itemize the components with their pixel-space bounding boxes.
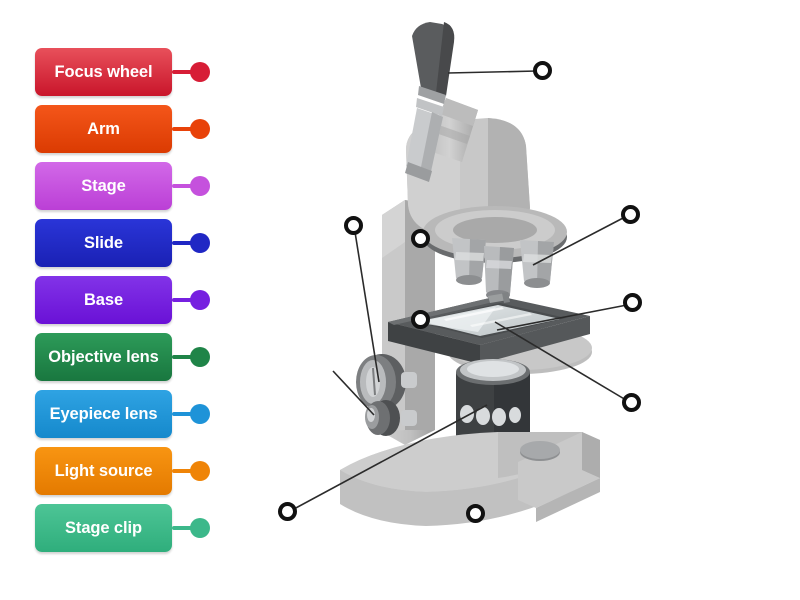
leader-lines: [293, 70, 628, 510]
label-connector-line: [172, 127, 200, 131]
leader-stage-clip: [332, 370, 375, 416]
label-connector-line: [172, 355, 200, 359]
label-row: Arm: [35, 105, 210, 153]
label-connector-line: [172, 412, 200, 416]
label-connector-line: [172, 526, 200, 530]
label-connector-line: [172, 184, 200, 188]
target-arm-upper[interactable]: [411, 229, 430, 248]
label-text: Objective lens: [48, 348, 159, 366]
label-row: Base: [35, 276, 210, 324]
label-text: Eyepiece lens: [49, 405, 158, 423]
coarse-focus-wheel-part: [356, 354, 417, 410]
draggable-label-7[interactable]: Eyepiece lens: [35, 390, 172, 438]
label-connector-dot[interactable]: [190, 290, 210, 310]
label-row: Objective lens: [35, 333, 210, 381]
target-light-source[interactable]: [278, 502, 297, 521]
label-connector-dot[interactable]: [190, 518, 210, 538]
label-connector-dot[interactable]: [190, 62, 210, 82]
leader-objective: [532, 216, 626, 266]
label-connector-line: [172, 241, 200, 245]
fine-focus-knob-part: [365, 400, 417, 436]
leader-eyepiece: [447, 70, 538, 74]
leader-light-source: [293, 404, 488, 510]
microscope-illustration: [230, 0, 800, 600]
label-text: Stage clip: [65, 519, 142, 537]
label-connector-dot[interactable]: [190, 119, 210, 139]
draggable-label-1[interactable]: Focus wheel: [35, 48, 172, 96]
label-text: Focus wheel: [54, 63, 153, 81]
draggable-label-4[interactable]: Slide: [35, 219, 172, 267]
target-objective-lens[interactable]: [621, 205, 640, 224]
label-connector-dot[interactable]: [190, 404, 210, 424]
leader-focus-wheel: [354, 231, 380, 383]
label-connector-dot[interactable]: [190, 176, 210, 196]
glass-slide-part: [420, 305, 560, 336]
base-part: [340, 432, 600, 526]
label-text: Base: [83, 291, 124, 309]
leader-stage: [496, 304, 628, 331]
label-row: Stage clip: [35, 504, 210, 552]
label-connector-line: [172, 298, 200, 302]
draggable-label-2[interactable]: Arm: [35, 105, 172, 153]
eyepiece-barrel-part: [405, 108, 443, 182]
target-stage-surface[interactable]: [411, 310, 430, 329]
label-connector-dot[interactable]: [190, 233, 210, 253]
target-slide[interactable]: [622, 393, 641, 412]
target-stage[interactable]: [623, 293, 642, 312]
label-connector-line: [172, 70, 200, 74]
label-row: Light source: [35, 447, 210, 495]
eyepiece-cap-part: [412, 22, 455, 116]
stage-clip-part: [488, 292, 510, 303]
draggable-label-5[interactable]: Base: [35, 276, 172, 324]
label-connector-dot[interactable]: [190, 347, 210, 367]
label-text: Light source: [54, 462, 153, 480]
draggable-label-9[interactable]: Stage clip: [35, 504, 172, 552]
objective-lenses-part: [452, 238, 554, 300]
eyepiece-tube-part: [426, 98, 478, 162]
label-connector-dot[interactable]: [190, 461, 210, 481]
label-text: Slide: [84, 234, 123, 252]
label-connector-line: [172, 469, 200, 473]
target-base[interactable]: [466, 504, 485, 523]
label-row: Stage: [35, 162, 210, 210]
leader-slide: [494, 321, 627, 401]
target-eyepiece-lens[interactable]: [533, 61, 552, 80]
target-arm-left[interactable]: [344, 216, 363, 235]
label-row: Slide: [35, 219, 210, 267]
draggable-label-8[interactable]: Light source: [35, 447, 172, 495]
label-row: Focus wheel: [35, 48, 210, 96]
label-text: Stage: [81, 177, 126, 195]
label-text: Arm: [87, 120, 120, 138]
draggable-label-3[interactable]: Stage: [35, 162, 172, 210]
label-row: Eyepiece lens: [35, 390, 210, 438]
draggable-label-6[interactable]: Objective lens: [35, 333, 172, 381]
